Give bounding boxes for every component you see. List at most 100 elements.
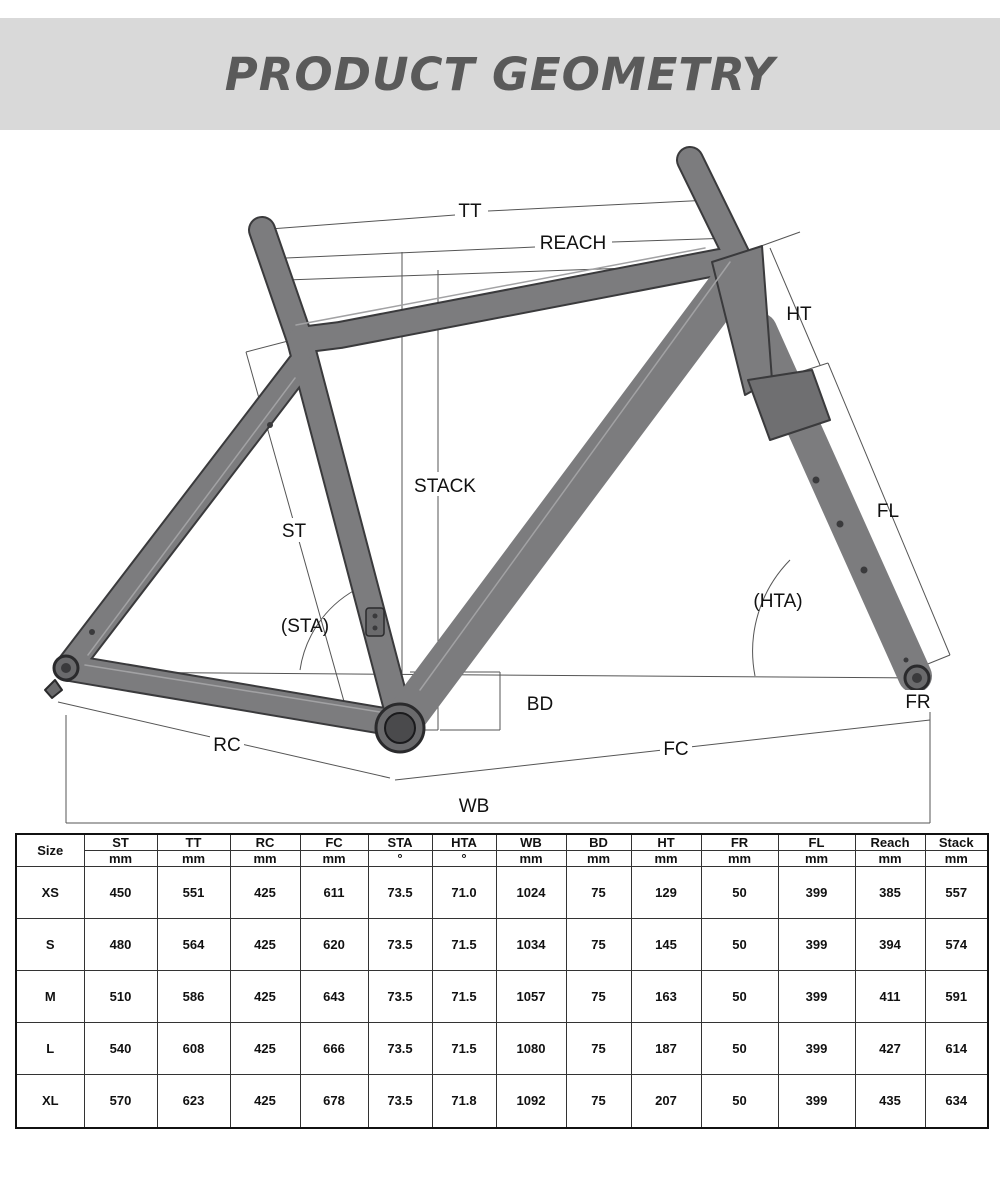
table-cell: 399 [777, 969, 856, 1023]
unit-cell: ° [431, 850, 497, 867]
table-cell: 71.5 [431, 1021, 497, 1075]
col-header: WB [495, 833, 567, 851]
table-cell: 551 [156, 866, 231, 919]
col-header: TT [156, 833, 231, 851]
table-cell: 71.8 [431, 1073, 497, 1129]
table-cell: 399 [777, 866, 856, 919]
size-cell: XL [15, 1073, 85, 1129]
table-cell: 425 [229, 969, 301, 1023]
table-cell: 614 [924, 1021, 989, 1075]
table-cell: 50 [700, 866, 779, 919]
size-cell: M [15, 969, 85, 1023]
table-cell: 71.5 [431, 917, 497, 971]
table-cell: 50 [700, 1073, 779, 1129]
table-cell: 73.5 [367, 866, 433, 919]
col-header: FC [299, 833, 369, 851]
table-cell: 1024 [495, 866, 567, 919]
table-cell: 71.5 [431, 969, 497, 1023]
unit-cell: mm [299, 850, 369, 867]
table-cell: 73.5 [367, 969, 433, 1023]
col-header: RC [229, 833, 301, 851]
table-cell: 666 [299, 1021, 369, 1075]
table-cell: 75 [565, 917, 632, 971]
unit-row: mm mm mm mm ° ° mm mm mm mm mm mm mm [16, 850, 989, 867]
table-cell: 187 [630, 1021, 702, 1075]
label-rc: RC [213, 735, 240, 756]
table-cell: 411 [854, 969, 926, 1023]
unit-cell: mm [229, 850, 301, 867]
col-header: FL [777, 833, 856, 851]
header-row: Size ST TT RC FC STA HTA WB BD HT FR FL … [15, 833, 989, 867]
table-cell: 450 [83, 866, 158, 919]
table-cell: 574 [924, 917, 989, 971]
table-cell: 510 [83, 969, 158, 1023]
table-cell: 399 [777, 917, 856, 971]
col-header: FR [700, 833, 779, 851]
label-hta: (HTA) [753, 591, 802, 612]
unit-cell: mm [495, 850, 567, 867]
table-cell: 399 [777, 1021, 856, 1075]
label-sta: (STA) [281, 616, 329, 637]
table-cell: 71.0 [431, 866, 497, 919]
table-cell: 73.5 [367, 1073, 433, 1129]
table-cell: 643 [299, 969, 369, 1023]
size-header: Size [15, 833, 85, 867]
unit-cell: mm [777, 850, 856, 867]
table-cell: 540 [83, 1021, 158, 1075]
table-cell: 425 [229, 1021, 301, 1075]
table-cell: 608 [156, 1021, 231, 1075]
unit-cell: mm [156, 850, 231, 867]
bike-frame [44, 146, 932, 754]
table-cell: 394 [854, 917, 926, 971]
unit-cell: mm [854, 850, 926, 867]
table-cell: 1092 [495, 1073, 567, 1129]
table-cell: 75 [565, 1021, 632, 1075]
table-cell: 145 [630, 917, 702, 971]
table-cell: 75 [565, 866, 632, 919]
table-cell: 207 [630, 1073, 702, 1129]
table-cell: 425 [229, 917, 301, 971]
table-cell: 557 [924, 866, 989, 919]
unit-cell: mm [83, 850, 158, 867]
col-header: STA [367, 833, 433, 851]
geometry-table: Size ST TT RC FC STA HTA WB BD HT FR FL … [15, 833, 989, 1129]
label-fl: FL [877, 501, 899, 522]
table-cell: 75 [565, 1073, 632, 1129]
table-cell: 1080 [495, 1021, 567, 1075]
size-cell: S [15, 917, 85, 971]
label-fc: FC [663, 739, 688, 760]
col-header: HT [630, 833, 702, 851]
unit-cell: mm [565, 850, 632, 867]
col-header: HTA [431, 833, 497, 851]
table-cell: 399 [777, 1073, 856, 1129]
table-cell: 480 [83, 917, 158, 971]
size-cell: XS [15, 866, 85, 919]
label-fr: FR [905, 692, 930, 713]
table-cell: 425 [229, 866, 301, 919]
table-cell: 73.5 [367, 1021, 433, 1075]
label-tt: TT [458, 201, 482, 222]
table-cell: 73.5 [367, 917, 433, 971]
col-header: Reach [854, 833, 926, 851]
unit-cell: mm [630, 850, 702, 867]
table-cell: 1057 [495, 969, 567, 1023]
table-cell: 620 [299, 917, 369, 971]
size-cell: L [15, 1021, 85, 1075]
table-cell: 75 [565, 969, 632, 1023]
col-header: Stack [924, 833, 989, 851]
table-cell: 427 [854, 1021, 926, 1075]
table-cell: 50 [700, 969, 779, 1023]
table-cell: 611 [299, 866, 369, 919]
label-wb: WB [459, 796, 490, 817]
table-cell: 50 [700, 1021, 779, 1075]
frame-geometry-diagram: TT REACH HT STACK ST FL (HTA) (STA) BD F… [44, 146, 951, 824]
label-ht: HT [786, 304, 812, 325]
table-cell: 435 [854, 1073, 926, 1129]
table-cell: 564 [156, 917, 231, 971]
table-cell: 678 [299, 1073, 369, 1129]
